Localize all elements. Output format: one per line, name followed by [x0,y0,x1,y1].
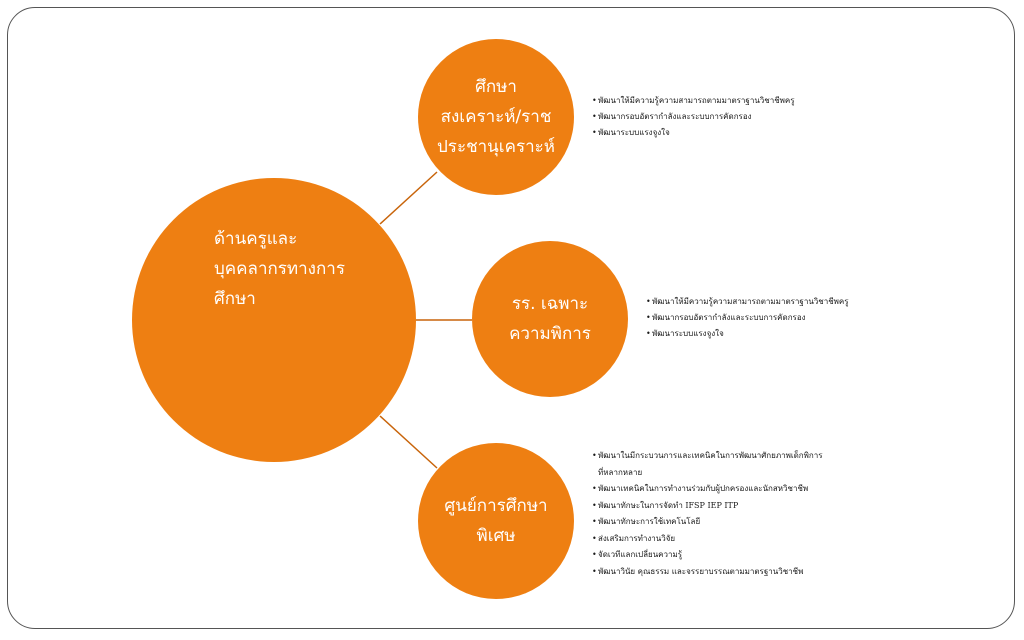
bullet-item: พัฒนาในมีกระบวนการและเทคนิคในการพัฒนาศัก… [592,448,842,481]
node-label-line: ประชานุเคราะห์ [437,137,555,157]
bullet-item: พัฒนาทักษะในการจัดทำ IFSP IEP ITP [592,498,842,515]
node-label-line: พิเศษ [476,526,516,546]
connector-to-node-1 [379,171,438,225]
bullet-list-welfare-education: พัฒนาให้มีความรู้ความสามารถตามมาตราฐานวิ… [592,93,822,141]
center-label-line: บุคคลากรทางการ [214,259,345,279]
bullet-item: พัฒนากรอบอัตรากำลังและระบบการคัดกรอง [592,109,822,125]
node-circle-label: ศูนย์การศึกษา พิเศษ [444,491,547,551]
node-label-line: สงเคราะห์/ราช [440,107,552,127]
center-label-line: ด้านครูและ [214,229,298,249]
node-label-line: ความพิการ [509,324,591,344]
bullet-list-special-school: พัฒนาให้มีความรู้ความสามารถตามมาตราฐานวิ… [646,294,876,342]
node-circle-special-education-center: ศูนย์การศึกษา พิเศษ [418,443,574,599]
bullet-item: พัฒนาระบบแรงจูงใจ [592,125,822,141]
node-label-line: ศึกษา [475,77,517,97]
node-circle-welfare-education: ศึกษา สงเคราะห์/ราช ประชานุเคราะห์ [418,39,574,195]
bullet-item: พัฒนาระบบแรงจูงใจ [646,326,876,342]
node-circle-special-school: รร. เฉพาะ ความพิการ [472,241,628,397]
center-label-line: ศึกษา [214,289,256,309]
bullet-item: ส่งเสริมการทำงานวิจัย [592,531,842,548]
center-circle: ด้านครูและ บุคคลากรทางการ ศึกษา [132,178,416,462]
node-circle-label: รร. เฉพาะ ความพิการ [509,289,591,349]
node-circle-label: ศึกษา สงเคราะห์/ราช ประชานุเคราะห์ [437,72,555,162]
bullet-item: พัฒนาให้มีความรู้ความสามารถตามมาตราฐานวิ… [592,93,822,109]
bullet-item: พัฒนาวินัย คุณธรรม และจรรยาบรรณตามมาตรฐา… [592,564,842,581]
bullet-item: จัดเวทีแลกเปลี่ยนความรู้ [592,547,842,564]
center-circle-label: ด้านครูและ บุคคลากรทางการ ศึกษา [214,224,345,314]
node-label-line: ศูนย์การศึกษา [444,496,548,516]
bullet-item: พัฒนากรอบอัตรากำลังและระบบการคัดกรอง [646,310,876,326]
bullet-item: พัฒนาเทคนิคในการทำงานร่วมกับผู้ปกครองและ… [592,481,842,498]
connector-to-node-3 [379,415,438,469]
bullet-list-special-education-center: พัฒนาในมีกระบวนการและเทคนิคในการพัฒนาศัก… [592,448,842,580]
bullet-item: พัฒนาให้มีความรู้ความสามารถตามมาตราฐานวิ… [646,294,876,310]
node-label-line: รร. เฉพาะ [511,294,589,314]
bullet-item: พัฒนาทักษะการใช้เทคโนโลยี [592,514,842,531]
